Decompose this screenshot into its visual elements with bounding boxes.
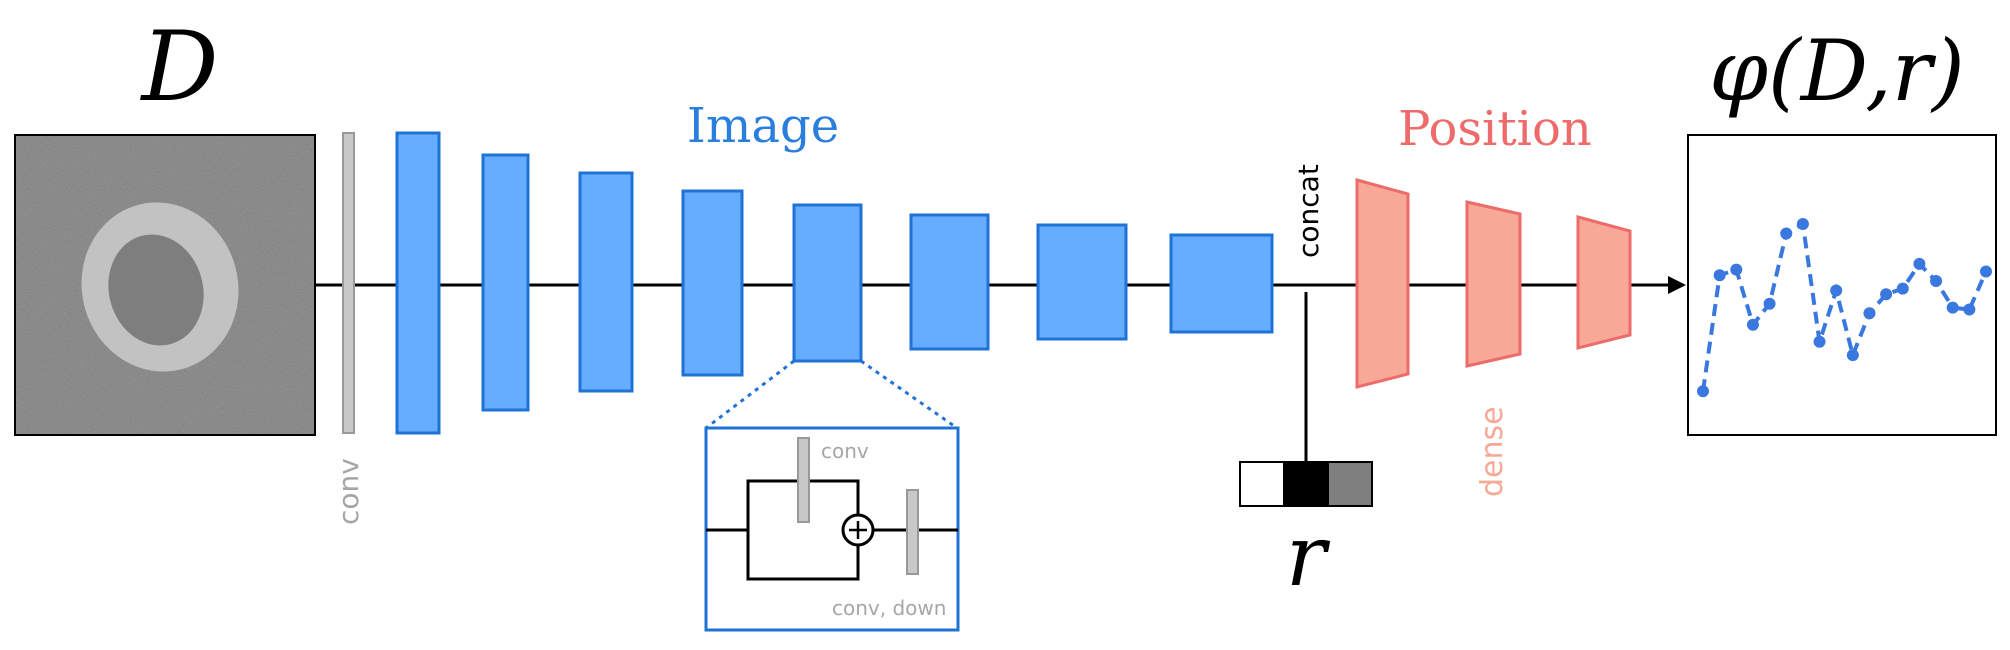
output-plot (1687, 134, 1997, 436)
position-blocks (1355, 178, 1632, 389)
dense-block-1 (1355, 178, 1410, 389)
ring-inner (108, 234, 204, 346)
output-point-8 (1813, 335, 1826, 348)
output-point-7 (1796, 218, 1809, 230)
output-point-2 (1713, 269, 1726, 282)
output-point-10 (1846, 349, 1859, 362)
output-point-4 (1746, 318, 1759, 331)
image-block-5 (792, 203, 863, 363)
image-blocks (395, 131, 1274, 435)
concat-label: concat (1292, 164, 1325, 258)
dense-label: dense (1475, 406, 1510, 497)
output-point-5 (1763, 297, 1776, 310)
conv-block (342, 132, 355, 434)
output-point-15 (1930, 275, 1943, 287)
zoom-line-right (860, 359, 958, 430)
dense-block-3 (1576, 215, 1632, 350)
inset-conv-down-label: conv, down (832, 596, 946, 620)
image-block-8 (1169, 233, 1274, 334)
input-symbol: D (140, 11, 219, 123)
output-point-13 (1896, 282, 1909, 295)
output-point-12 (1880, 288, 1893, 301)
output-point-11 (1863, 307, 1876, 320)
output-point-14 (1913, 257, 1926, 270)
inset-conv-bar (797, 437, 810, 523)
image-block-4 (681, 189, 744, 377)
output-point-9 (1830, 284, 1843, 297)
arrow-head-icon (1668, 276, 1686, 294)
image-block-2 (481, 153, 530, 412)
zoom-line-left (705, 359, 795, 430)
output-series (1697, 218, 1992, 398)
conv-label: conv (332, 458, 365, 525)
output-point-17 (1963, 303, 1976, 316)
output-point-1 (1697, 385, 1709, 398)
output-point-3 (1730, 263, 1743, 276)
position-section-label: Position (1398, 101, 1592, 157)
inset-conv-down-bar (906, 489, 919, 575)
inset-conv-label: conv (821, 439, 869, 463)
image-block-1 (395, 131, 441, 435)
output-point-18 (1980, 265, 1992, 278)
output-series-line (1701, 220, 1988, 392)
image-block-7 (1036, 223, 1128, 341)
output-point-6 (1780, 227, 1793, 240)
resblock-inset (704, 426, 960, 632)
r-symbol: r (1286, 507, 1331, 605)
r-vector (1239, 461, 1373, 507)
output-point-16 (1946, 301, 1959, 314)
output-symbol: φ(D,r) (1709, 22, 1965, 120)
image-block-3 (578, 171, 634, 393)
input-image (14, 134, 316, 436)
image-section-label: Image (687, 98, 839, 154)
dense-block-2 (1465, 200, 1522, 368)
image-block-6 (909, 213, 990, 351)
